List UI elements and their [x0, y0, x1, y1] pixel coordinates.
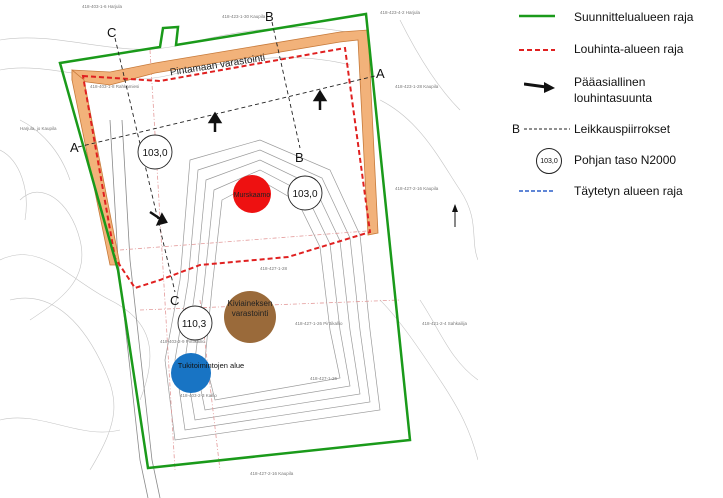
base-level-value-3: 110,3 [182, 319, 207, 330]
section-label-c-north: C [107, 25, 116, 40]
svg-text:418-423-1-30 Kaupila: 418-423-1-30 Kaupila [222, 14, 266, 19]
topsoil-storage-strip [71, 29, 379, 236]
svg-text:418-403-2-3 Kallio: 418-403-2-3 Kallio [180, 393, 217, 398]
road [109, 119, 161, 498]
legend-quarry-area-swatch [519, 49, 555, 51]
section-label-a-west: A [70, 140, 79, 155]
svg-text:418-403-2-9 Pirttikallio: 418-403-2-9 Pirttikallio [160, 339, 206, 344]
svg-text:418-403-1-8 Rahkamiesi: 418-403-1-8 Rahkamiesi [90, 84, 139, 89]
base-level-values: 103,0 103,0 110,3 [142, 148, 317, 330]
legend-section-letter: B [512, 122, 521, 136]
base-level-markers [137, 134, 323, 341]
support-functions-area [171, 353, 211, 393]
north-arrow-icon [452, 204, 458, 227]
legend-planning-area-label: Suunnittelualueen raja [574, 10, 694, 24]
legend-planning-area-swatch [519, 14, 555, 18]
legend-quarry-area-label: Louhinta-alueen raja [574, 42, 684, 56]
map-canvas: 418-403-1-6 Harjula 418-423-1-30 Kaupila… [0, 4, 478, 498]
legend-section-swatch [524, 128, 570, 130]
legend-direction-label-line2: louhintasuunta [574, 91, 653, 105]
aggregate-storage-label-line2: varastointi [232, 309, 269, 318]
svg-text:418-427-1-26 Pirttikallio: 418-427-1-26 Pirttikallio [295, 321, 343, 326]
aggregate-storage-label-line1: Kiviaineksen [228, 299, 273, 308]
section-label-b-south: B [295, 150, 304, 165]
excavation-direction-arrows [149, 89, 328, 226]
property-annotations: 418-403-1-6 Harjula 418-423-1-30 Kaupila… [20, 4, 468, 476]
svg-text:418-421-2-4 Sahkailija: 418-421-2-4 Sahkailija [422, 321, 468, 326]
quarry-boundary [81, 46, 372, 290]
svg-text:418-423-1-28 Kaupila: 418-423-1-28 Kaupila [395, 84, 439, 89]
svg-text:418-427-2-16 Kaupila: 418-427-2-16 Kaupila [395, 186, 439, 191]
svg-text:418-403-1-6 Harjula: 418-403-1-6 Harjula [82, 4, 123, 9]
legend-section-label: Leikkauspiirrokset [574, 122, 671, 136]
svg-text:Harjula, jo Kaupila: Harjula, jo Kaupila [20, 126, 57, 131]
section-label-a-east: A [376, 66, 385, 81]
legend-direction-label-line1: Pääasiallinen [574, 75, 646, 89]
section-label-group: A A B B C C [70, 9, 385, 308]
svg-text:418-427-2-16 Kaupila: 418-427-2-16 Kaupila [250, 471, 294, 476]
section-label-b-north: B [265, 9, 274, 24]
section-label-c-south: C [170, 293, 179, 308]
support-functions-label: Tukitoimintojen alue [178, 361, 244, 370]
legend-direction-arrow-icon [524, 82, 555, 93]
site-map: 418-403-1-6 Harjula 418-423-1-30 Kaupila… [0, 4, 478, 498]
svg-text:418-423-4-2 Harjula: 418-423-4-2 Harjula [380, 10, 421, 15]
legend-base-level-label: Pohjan taso N2000 [574, 153, 677, 167]
legend-filled-area-swatch [519, 190, 555, 192]
legend-base-level-marker: 103,0 [536, 148, 562, 174]
svg-text:418-427-1-28: 418-427-1-28 [260, 266, 288, 271]
aggregate-storage-area [224, 291, 276, 343]
base-level-value-1: 103,0 [142, 148, 167, 159]
base-level-value-2: 103,0 [292, 189, 317, 200]
legend-filled-area-label: Täytetyn alueen raja [574, 184, 683, 198]
crusher-area [233, 175, 271, 213]
svg-text:418-427-1-26: 418-427-1-26 [310, 376, 338, 381]
section-lines [77, 21, 376, 293]
planning-area-boundary [58, 12, 412, 470]
crusher-label: Murskaamo [234, 192, 271, 199]
